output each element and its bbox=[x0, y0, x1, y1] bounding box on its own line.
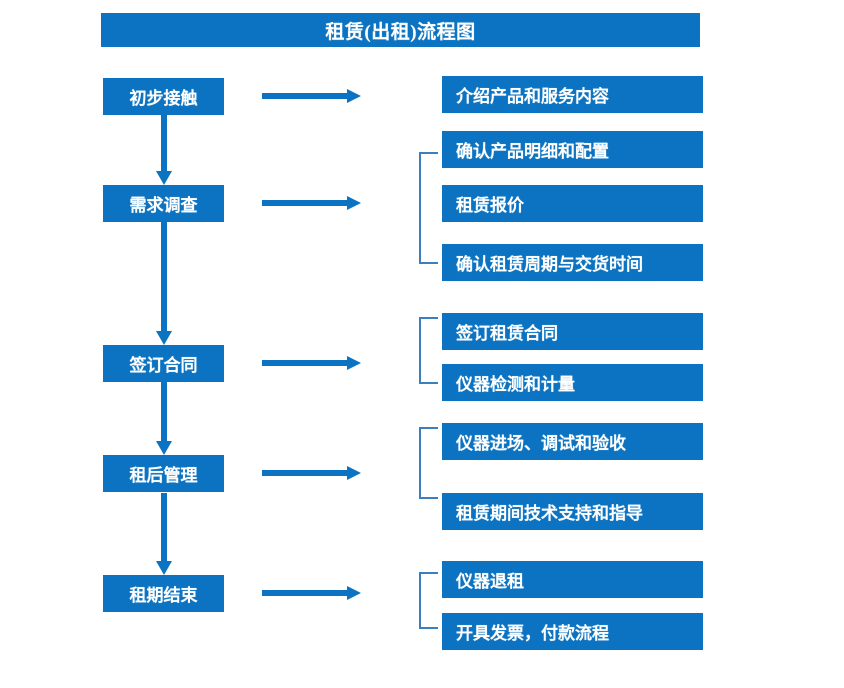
bracket-icon-sign-contract bbox=[419, 317, 438, 384]
stage-box-sign-contract[interactable]: 签订合同 bbox=[103, 345, 224, 382]
arrow-right-icon bbox=[262, 193, 362, 213]
detail-box-rental-quotation[interactable]: 租赁报价 bbox=[442, 185, 703, 222]
stage-box-needs-survey[interactable]: 需求调查 bbox=[103, 185, 224, 222]
detail-box-instrument-return[interactable]: 仪器退租 bbox=[442, 561, 703, 598]
arrow-down-icon bbox=[153, 222, 175, 347]
bracket-icon-post-rental bbox=[419, 427, 438, 499]
bracket-icon-lease-end bbox=[419, 572, 438, 629]
arrow-right-icon bbox=[262, 86, 362, 106]
arrow-down-icon bbox=[153, 493, 175, 577]
bracket-icon-needs-survey bbox=[419, 152, 438, 264]
stage-box-initial-contact[interactable]: 初步接触 bbox=[103, 78, 224, 115]
detail-box-instrument-testing[interactable]: 仪器检测和计量 bbox=[442, 364, 703, 401]
arrow-down-icon bbox=[153, 115, 175, 187]
detail-box-technical-support[interactable]: 租赁期间技术支持和指导 bbox=[442, 493, 703, 530]
page-title: 租赁(出租)流程图 bbox=[101, 13, 700, 47]
detail-box-confirm-product-details[interactable]: 确认产品明细和配置 bbox=[442, 131, 703, 168]
arrow-right-icon bbox=[262, 353, 362, 373]
arrow-right-icon bbox=[262, 583, 362, 603]
stage-box-lease-end[interactable]: 租期结束 bbox=[103, 575, 224, 612]
stage-box-post-rental-mgmt[interactable]: 租后管理 bbox=[103, 455, 224, 492]
detail-box-instrument-delivery[interactable]: 仪器进场、调试和验收 bbox=[442, 423, 703, 460]
arrow-down-icon bbox=[153, 382, 175, 457]
detail-box-invoice-payment[interactable]: 开具发票，付款流程 bbox=[442, 613, 703, 650]
detail-box-introduce-products[interactable]: 介绍产品和服务内容 bbox=[442, 76, 703, 113]
detail-box-sign-lease-contract[interactable]: 签订租赁合同 bbox=[442, 313, 703, 350]
arrow-right-icon bbox=[262, 463, 362, 483]
detail-box-confirm-lease-period[interactable]: 确认租赁周期与交货时间 bbox=[442, 244, 703, 281]
